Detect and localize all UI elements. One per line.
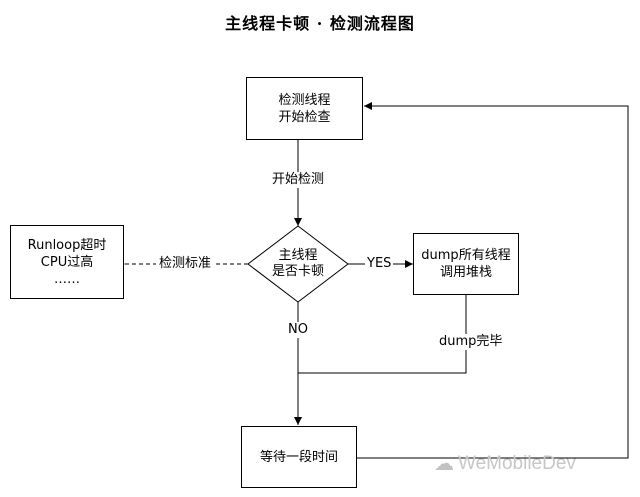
node-main-thread-check-line1: 主线程 <box>278 248 318 263</box>
node-dump-stacks-line1: dump所有线程 <box>421 248 511 263</box>
edge-label-start-check: 开始检测 <box>270 172 327 188</box>
node-standard-line3: …… <box>54 271 80 287</box>
watermark-text: WeMobileDev <box>458 452 576 474</box>
edge-loop-back <box>357 102 629 459</box>
edge-label-yes: YES <box>365 256 394 272</box>
page-title: 主线程卡顿 · 检测流程图 <box>225 14 415 33</box>
node-wait: 等待一段时间 <box>241 426 357 488</box>
node-wait-label: 等待一段时间 <box>259 449 338 465</box>
node-main-thread-check: 主线程 是否卡顿 <box>258 248 338 280</box>
node-standard-line2: CPU过高 <box>40 254 94 270</box>
node-standard-line1: Runloop超时 <box>27 237 107 253</box>
node-monitor-thread-line2: 开始检查 <box>278 109 331 125</box>
node-standard: Runloop超时 CPU过高 …… <box>10 225 124 299</box>
node-monitor-thread-line1: 检测线程 <box>278 92 331 108</box>
watermark: ☁ WeMobileDev <box>434 451 576 476</box>
edge-dump-done <box>298 295 467 374</box>
edge-label-dump-done: dump完毕 <box>437 334 505 350</box>
node-dump-stacks: dump所有线程 调用堆栈 <box>413 233 519 295</box>
wechat-icon: ☁ <box>434 453 454 475</box>
edge-label-no: NO <box>286 322 310 338</box>
node-main-thread-check-line2: 是否卡顿 <box>271 264 324 279</box>
edge-label-criteria: 检测标准 <box>156 256 215 272</box>
node-monitor-thread: 检测线程 开始检查 <box>246 77 363 140</box>
node-dump-stacks-line2: 调用堆栈 <box>439 265 492 280</box>
